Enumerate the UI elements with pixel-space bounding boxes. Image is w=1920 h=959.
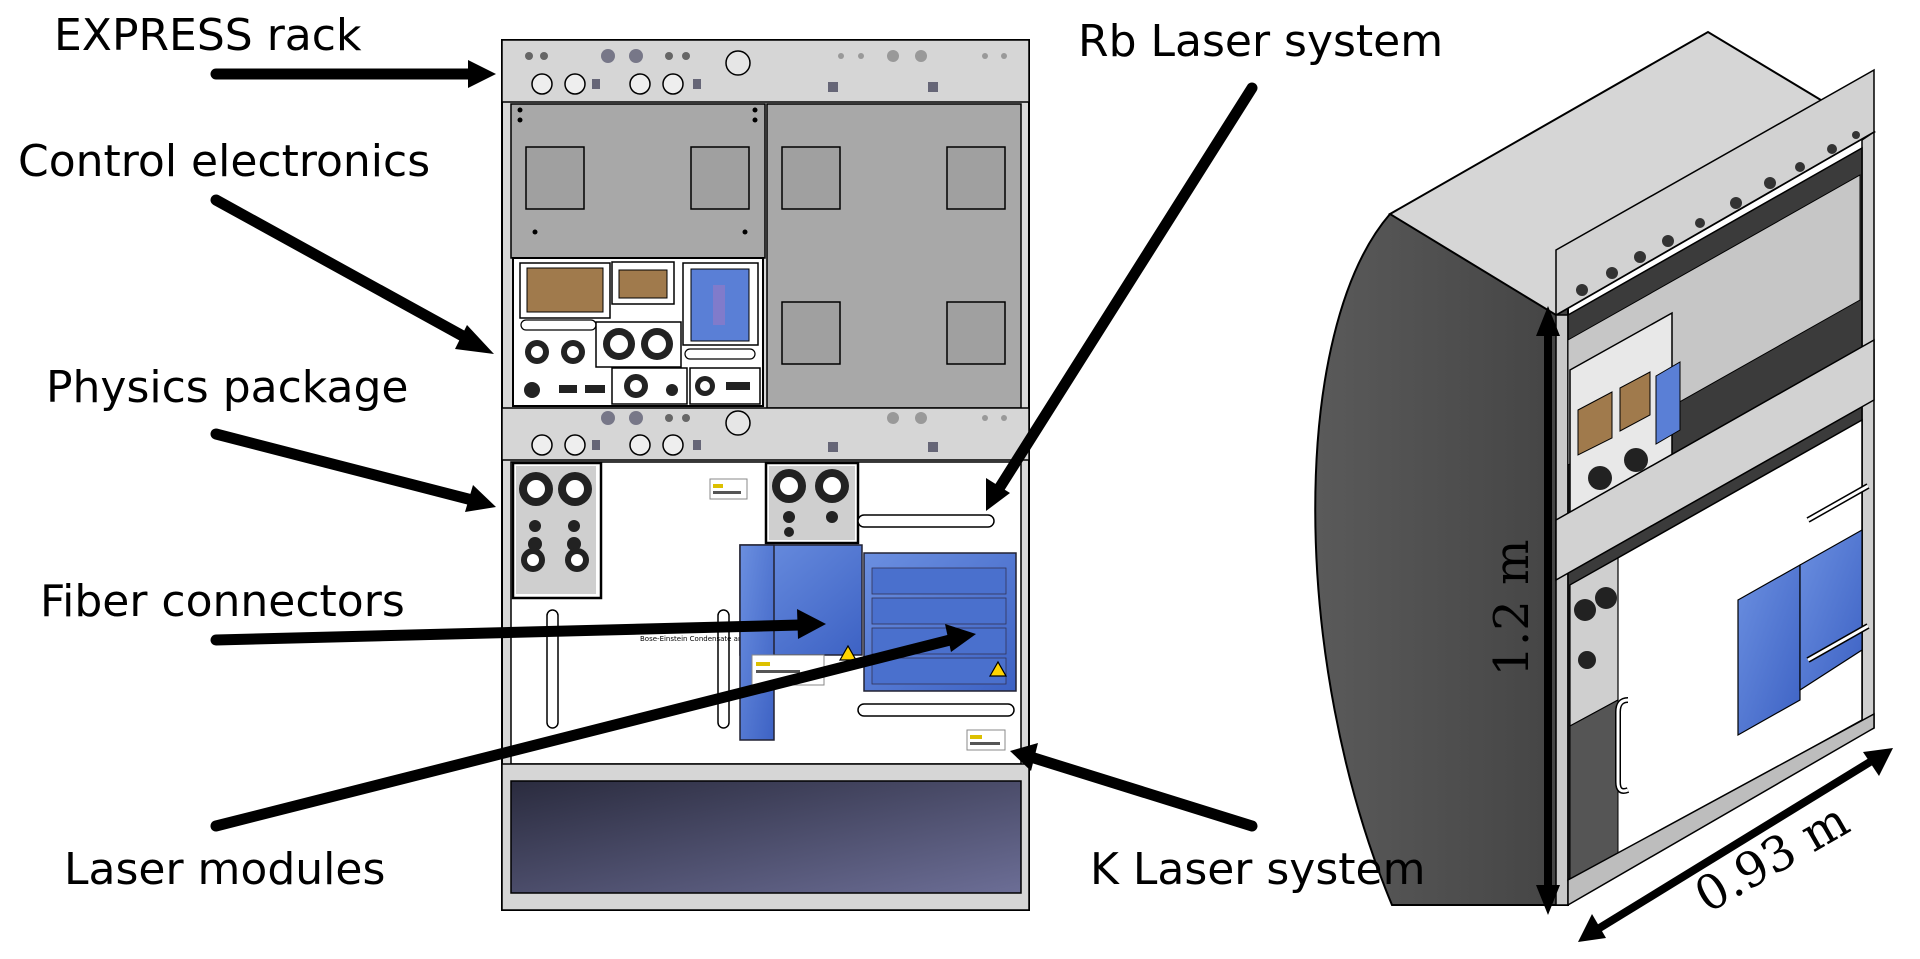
arrow-control-electronics [210, 194, 494, 354]
arrow-express-rack [210, 60, 496, 88]
label-fiber-connectors: Fiber connectors [40, 576, 405, 627]
arrow-fiber-connectors [210, 609, 826, 646]
label-rb-laser-system: Rb Laser system [1078, 16, 1444, 67]
bottom-panel [501, 763, 1030, 911]
arrow-laser-modules [210, 624, 976, 832]
lower-section: Bose-Einstein Condensate and Cold Atom L… [510, 461, 1022, 765]
label-physics-package: Physics package [46, 362, 409, 413]
front-rack: Bose-Einstein Condensate and Cold Atom L… [501, 39, 1030, 911]
rack-top-strip [501, 39, 1030, 103]
control-electronics-box [512, 257, 764, 407]
rack-3d-lower-drawer [1569, 418, 1870, 884]
height-label: 1.2 m [1484, 539, 1540, 676]
rack-side-panel [1314, 213, 1569, 906]
height-dimension-arrow [1536, 306, 1560, 915]
upper-plates [510, 103, 1022, 409]
laser-module-right [863, 552, 1017, 692]
arrow-rb-laser-system [986, 82, 1258, 511]
callout-arrows [210, 60, 1258, 832]
depth-dimension-arrow [1578, 748, 1893, 942]
rack-3d-view: 1.2 m 0.93 m [1314, 30, 1893, 942]
arrow-physics-package [210, 428, 496, 512]
label-control-electronics: Control electronics [18, 136, 431, 187]
panel-center-label: Bose-Einstein Condensate and Cold Atom L… [640, 635, 801, 643]
label-k-laser-system: K Laser system [1090, 844, 1426, 895]
arrow-k-laser-system [1010, 743, 1258, 832]
label-express-rack: EXPRESS rack [54, 10, 362, 61]
rack-middle-strip [501, 407, 1030, 461]
label-laser-modules: Laser modules [64, 844, 386, 895]
